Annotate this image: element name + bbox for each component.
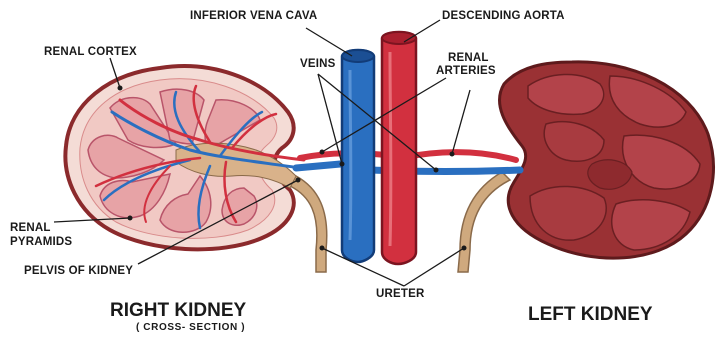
label-descending-aorta: DESCENDING AORTA bbox=[442, 10, 565, 23]
right-kidney-cross-section bbox=[65, 66, 304, 249]
left-renal-artery bbox=[400, 152, 516, 160]
leader-aorta bbox=[404, 20, 440, 42]
label-renal-pyramids-line1: RENAL bbox=[10, 222, 51, 235]
left-kidney-lobe bbox=[612, 200, 690, 250]
leader-arteries-2 bbox=[452, 90, 470, 154]
label-renal-cortex: RENAL CORTEX bbox=[44, 46, 137, 59]
label-inferior-vena-cava: INFERIOR VENA CAVA bbox=[190, 10, 317, 23]
label-renal-arteries-line2: ARTERIES bbox=[436, 65, 496, 78]
caption-right-kidney: RIGHT KIDNEY bbox=[110, 300, 246, 322]
label-pelvis-of-kidney: PELVIS OF KIDNEY bbox=[24, 265, 133, 278]
left-ureter bbox=[458, 172, 510, 272]
right-ureter bbox=[290, 176, 327, 272]
label-renal-pyramids-line2: PYRAMIDS bbox=[10, 236, 72, 249]
leader-ivc bbox=[306, 28, 352, 56]
caption-cross-section: ( CROSS- SECTION ) bbox=[136, 322, 245, 333]
caption-left-kidney: LEFT KIDNEY bbox=[528, 304, 653, 326]
left-kidney-exterior bbox=[499, 62, 713, 258]
label-renal-arteries-line1: RENAL bbox=[448, 52, 489, 65]
label-ureter: URETER bbox=[376, 288, 424, 301]
inferior-vena-cava bbox=[342, 50, 374, 262]
label-veins: VEINS bbox=[300, 58, 336, 71]
descending-aorta bbox=[382, 32, 416, 264]
